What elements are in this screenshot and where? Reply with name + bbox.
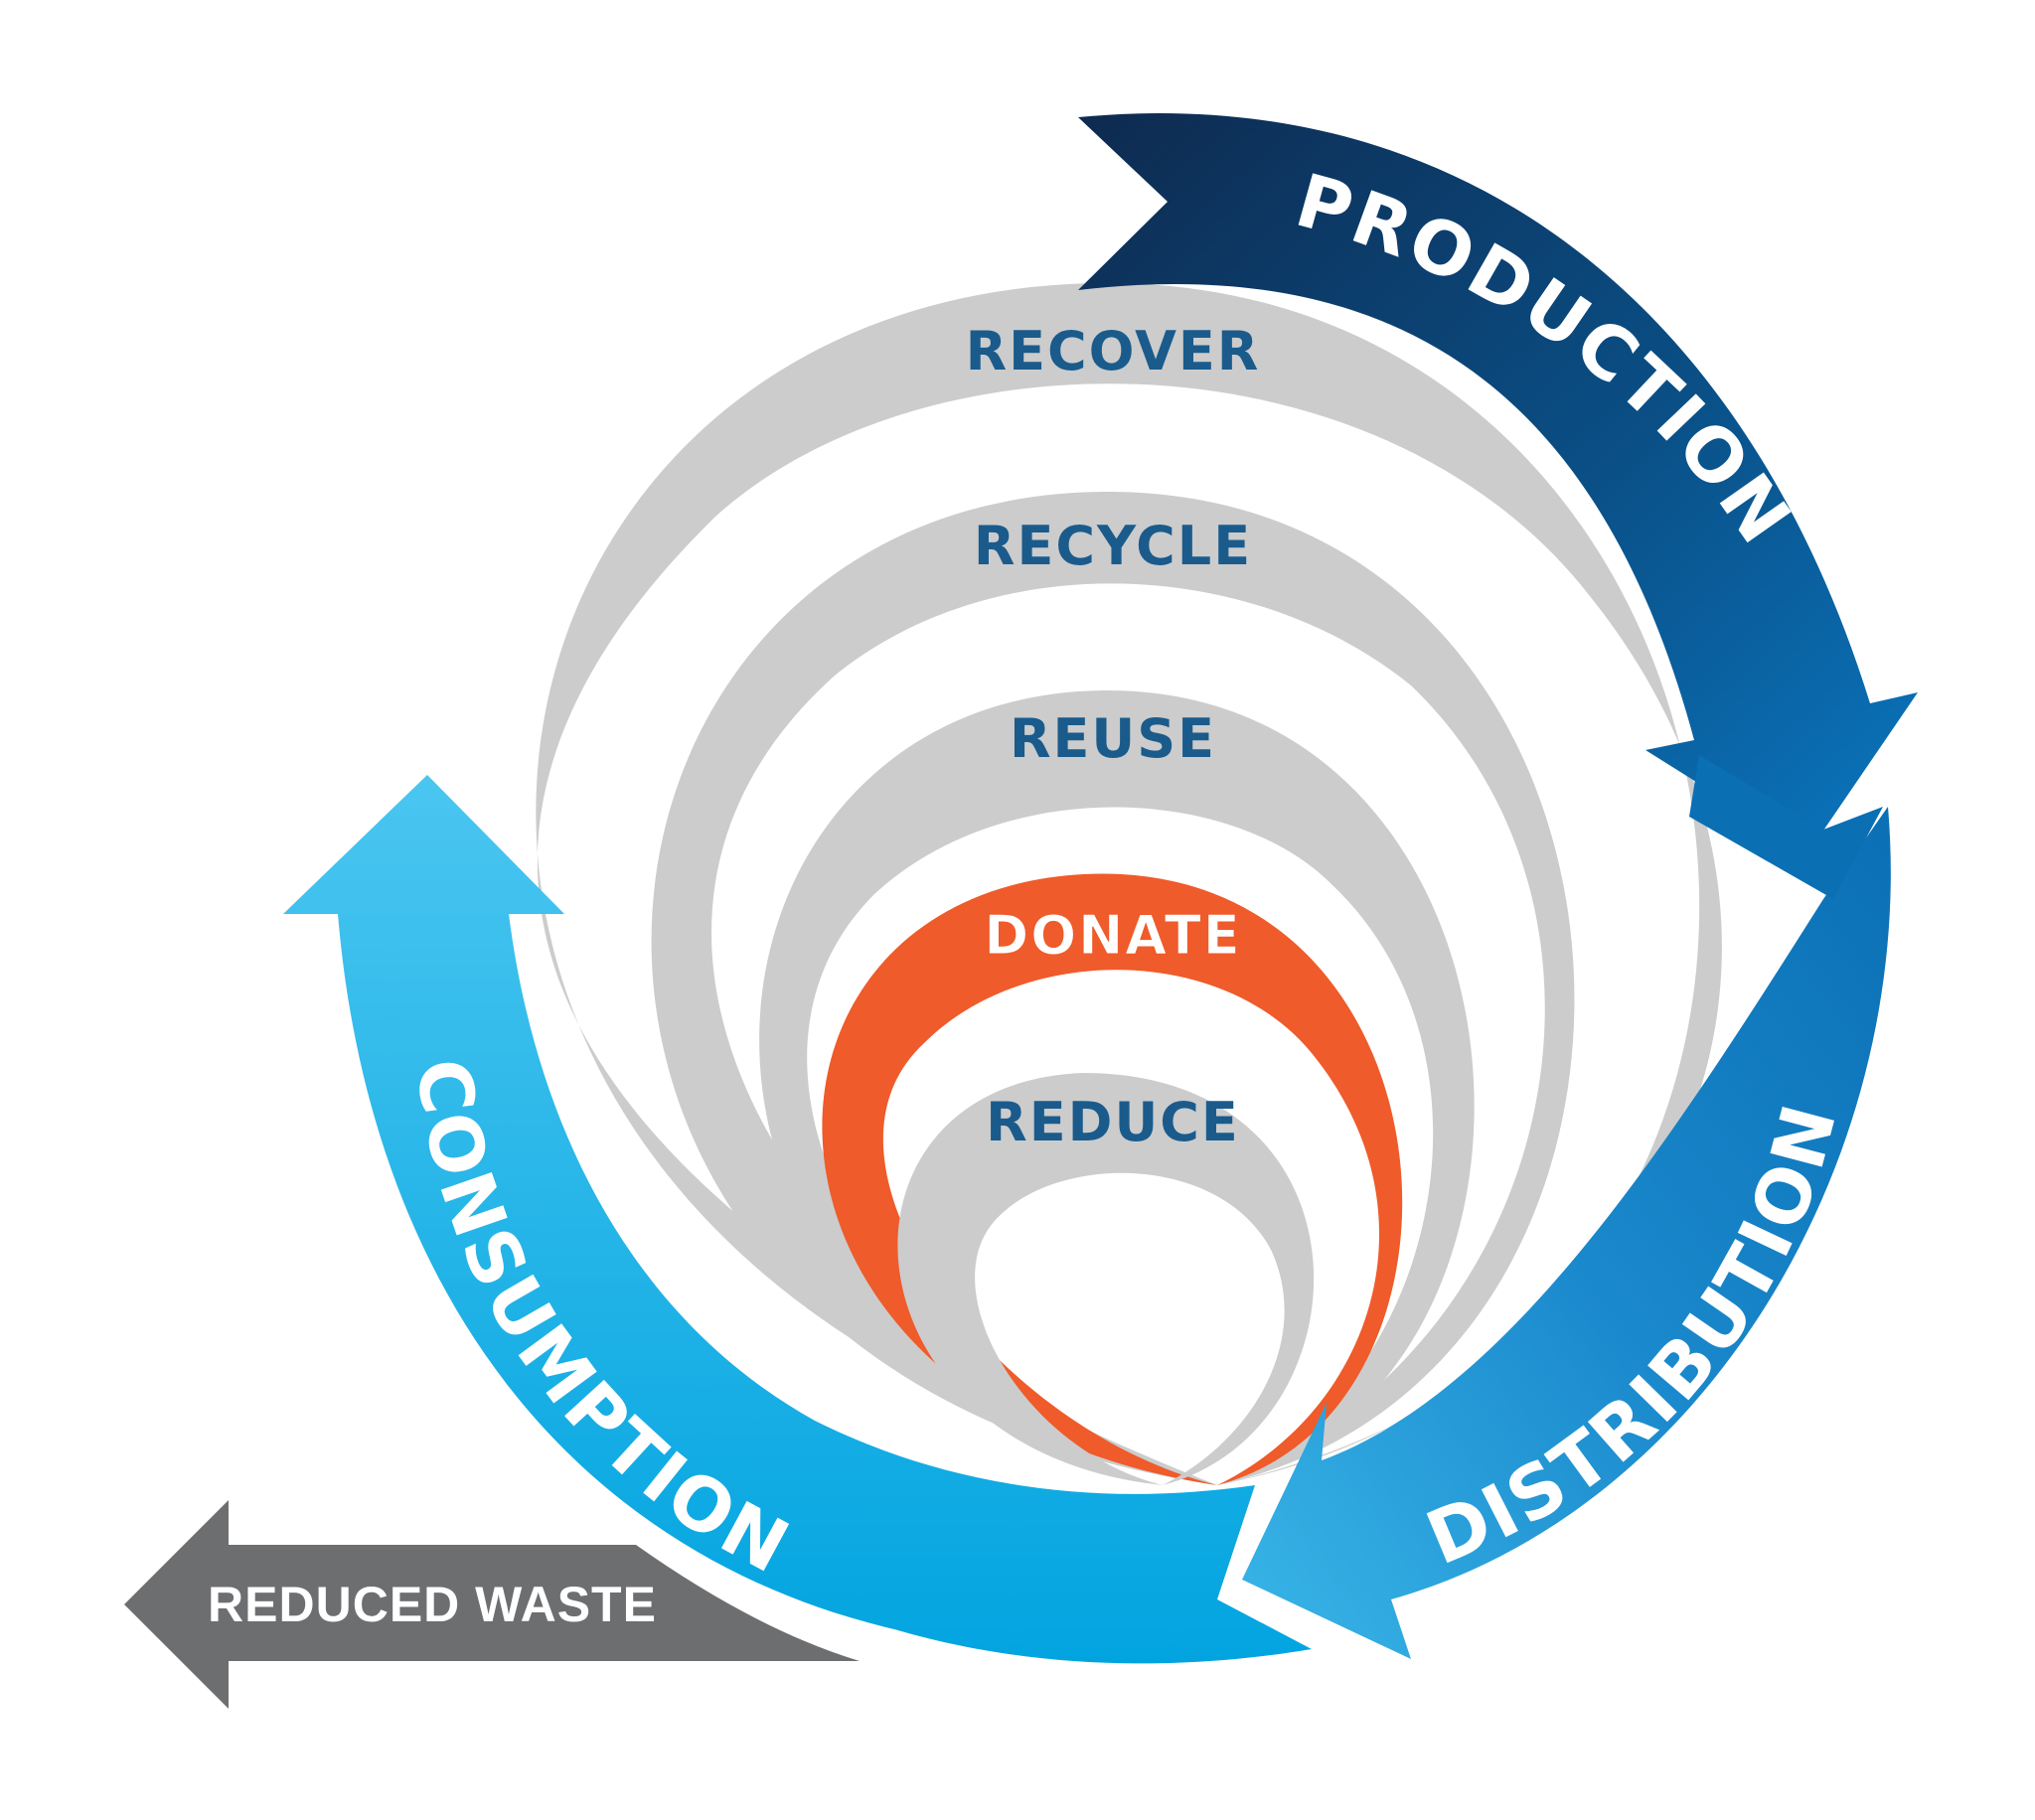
hierarchy-rings [536,282,1722,1485]
reduced-waste-label: REDUCED WASTE [208,1577,657,1632]
consumption-arrow [283,775,1312,1664]
ring-label-recycle: RECYCLE [974,515,1252,577]
ring-reduce [897,1073,1315,1485]
production-arrow [1078,112,1918,852]
ring-labels: RECOVER RECYCLE REUSE DONATE REDUCE [966,320,1261,1153]
distribution-arrow [1242,755,1891,1659]
ring-label-reuse: REUSE [1010,707,1216,770]
reduced-waste-arrow [124,1500,860,1709]
ring-label-recover: RECOVER [966,320,1261,382]
ring-label-donate: DONATE [984,904,1241,967]
ring-label-reduce: REDUCE [986,1091,1240,1153]
